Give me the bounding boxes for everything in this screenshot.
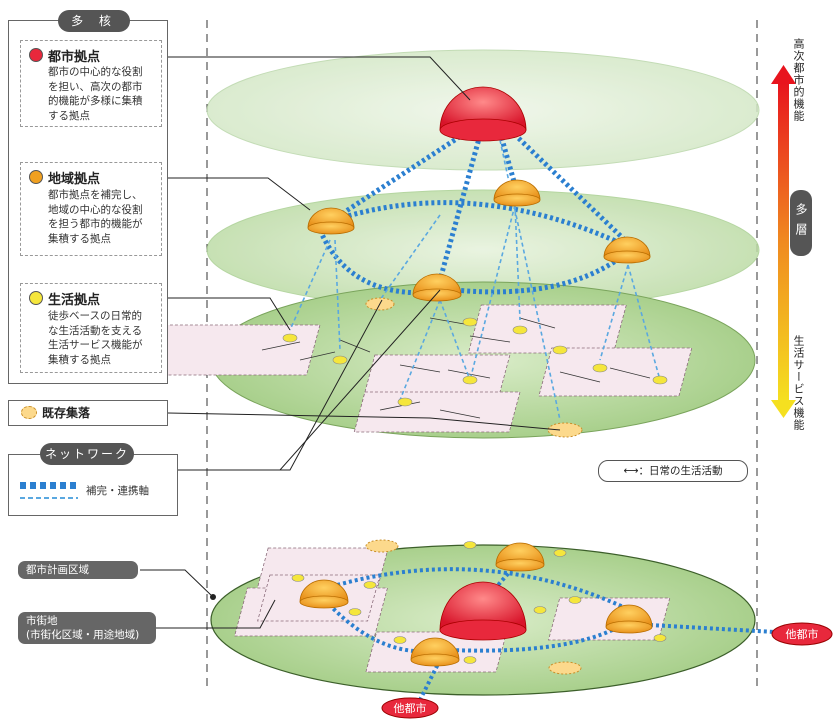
ring-axis-bottom-left xyxy=(317,229,439,296)
existing-village-icon xyxy=(21,406,37,419)
daily-activity-legend: ⟷：日常の生活活動 xyxy=(598,460,748,482)
function-scale-arrow xyxy=(771,65,796,418)
regional-hub-domes xyxy=(307,179,651,302)
network-item-label: 補完・連携軸 xyxy=(86,485,149,497)
regional-hub-desc: 都市拠点を補完し、地域の中心的な役割 を担う都市的機能が集積する拠点 xyxy=(48,189,143,245)
other-city-right-label: 他都市 xyxy=(786,627,819,641)
multicore-title: 多 核 xyxy=(58,10,130,32)
living-area-tiles xyxy=(151,304,693,433)
network-thin-icon xyxy=(20,497,78,499)
regional-hub-icon xyxy=(29,170,43,184)
living-hub-icon xyxy=(29,291,43,305)
tile-4 xyxy=(538,347,693,397)
regional-hub-title: 地域拠点 xyxy=(48,172,101,187)
regional-hub-legend xyxy=(20,162,162,256)
tile-3 xyxy=(362,354,511,402)
living-hub-title: 生活拠点 xyxy=(48,293,101,308)
axis-middle-label: 多層 xyxy=(790,190,812,256)
city-planning-area-tag: 都市計画区域 xyxy=(18,561,138,579)
other-city-bottom-label: 他都市 xyxy=(394,701,427,715)
urban-hub-icon xyxy=(29,48,43,62)
urban-hub-dome xyxy=(439,86,527,142)
other-city-bottom-bubble xyxy=(381,697,439,719)
tile-2 xyxy=(467,304,627,354)
axis-urban-south xyxy=(437,134,483,281)
urban-area-tag: 市街地 (市街化区域・用途地域) xyxy=(18,612,156,644)
urban-hub-title: 都市拠点 xyxy=(48,50,101,65)
leader-lines xyxy=(167,56,561,471)
thin-network xyxy=(289,139,661,421)
existing-village-2 xyxy=(547,422,583,438)
tile-1 xyxy=(151,324,321,376)
urban-hub-legend xyxy=(20,40,162,127)
plan-village-2 xyxy=(548,661,582,675)
plan-leader-lines xyxy=(140,569,276,629)
ring-axis-bottom-right xyxy=(454,255,622,295)
living-hubs xyxy=(282,317,668,407)
living-hub-desc: 徒歩ベースの日常的な生活活動を支える 生活サービス機能が集積する拠点 xyxy=(48,310,143,366)
plan-urban-hub-dome xyxy=(439,581,527,641)
multicore-legend-box xyxy=(8,20,168,384)
network-axes xyxy=(317,127,637,296)
network-title: ネットワーク xyxy=(40,443,134,465)
tile-5 xyxy=(353,391,521,433)
network-thick-icon xyxy=(20,482,78,489)
other-city-right-bubble xyxy=(771,622,833,646)
urban-hub-desc: 都市の中心的な役割を担い、高次の都市 的機能が多様に集積する拠点 xyxy=(48,66,143,122)
axis-urban-far-east xyxy=(508,128,632,247)
axis-urban-west xyxy=(338,127,472,218)
planning-area-marker xyxy=(210,594,216,600)
plan-village-1 xyxy=(365,539,399,553)
existing-village-label: 既存集落 xyxy=(42,406,91,420)
plan-regional-domes xyxy=(299,542,653,667)
ring-axis-top xyxy=(319,200,637,253)
axis-bottom-label: 生活サービス機能 xyxy=(792,335,805,431)
plan-living-hubs xyxy=(291,541,667,664)
living-hub-legend xyxy=(20,283,162,373)
axis-top-label: 高次都市的機能 xyxy=(792,38,805,122)
daily-activity-arrows xyxy=(261,317,651,419)
